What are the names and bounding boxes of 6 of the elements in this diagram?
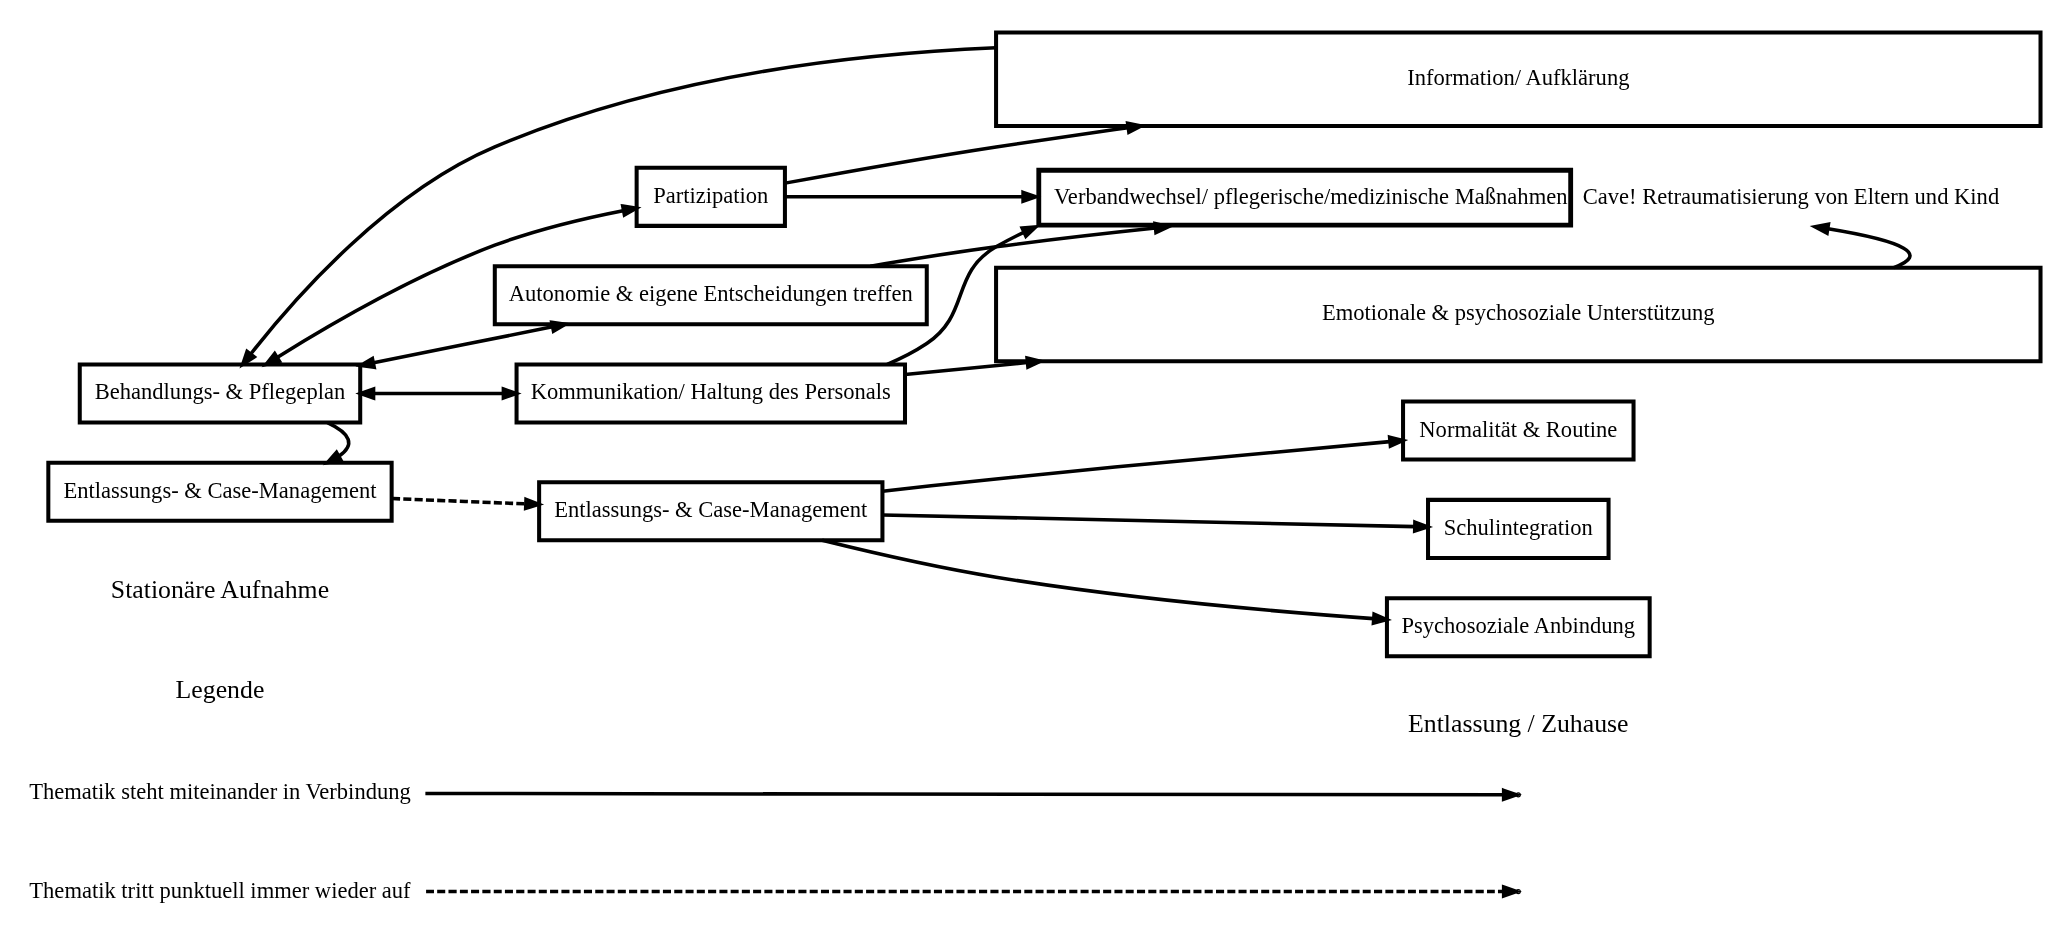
label: Legende — [175, 674, 265, 704]
node-label: Cave! Retraumatisierung von Eltern und Kind — [1582, 183, 2000, 209]
label: Entlassung / Zuhause — [1408, 708, 1629, 738]
legend-label: Thematik steht miteinander in Verbindung — [29, 778, 411, 804]
label: Stationäre Aufnahme — [110, 574, 330, 604]
legend-label: Thematik tritt punktuell immer wieder auf — [29, 877, 411, 902]
